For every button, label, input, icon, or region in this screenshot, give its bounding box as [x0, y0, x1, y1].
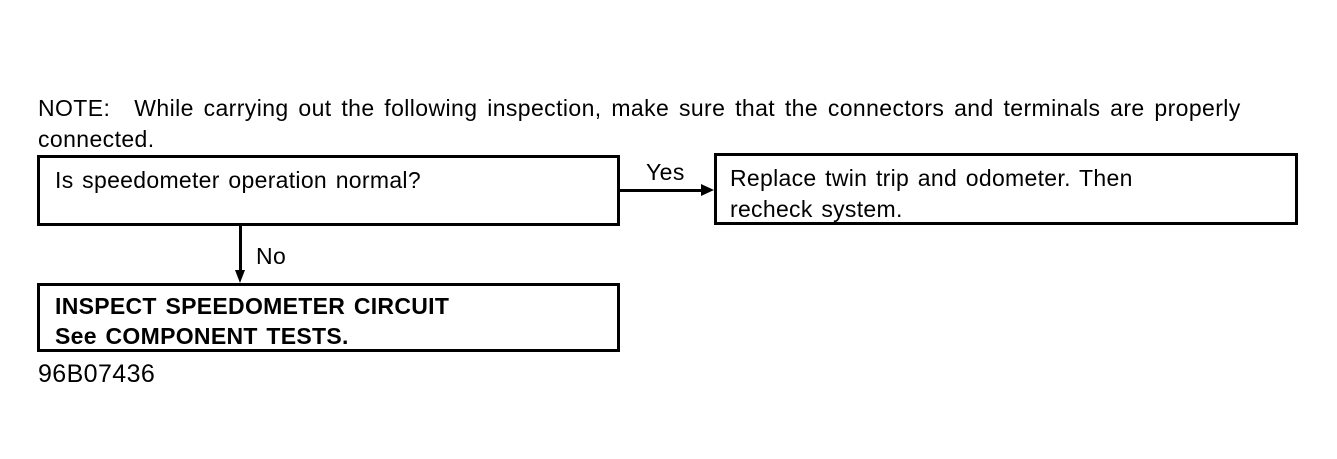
- inspect-box-line1: INSPECT SPEEDOMETER CIRCUIT: [55, 293, 450, 319]
- yes-arrowhead-icon: [701, 184, 714, 196]
- inspect-box-line2: See COMPONENT TESTS.: [55, 323, 349, 349]
- yes-arrow-line: [620, 189, 704, 192]
- question-box: Is speedometer operation normal?: [37, 155, 620, 226]
- note-text: NOTE:While carrying out the following in…: [38, 93, 1318, 155]
- yes-branch-label: Yes: [646, 159, 685, 185]
- no-branch-label: No: [256, 243, 287, 269]
- replace-box-line1: Replace twin trip and odometer. Then: [730, 165, 1133, 191]
- note-body: While carrying out the following inspect…: [38, 95, 1241, 152]
- replace-box: Replace twin trip and odometer. Then rec…: [714, 153, 1298, 225]
- replace-box-line2: recheck system.: [730, 196, 903, 222]
- no-arrowhead-icon: [235, 270, 245, 283]
- question-box-text: Is speedometer operation normal?: [55, 167, 421, 193]
- inspect-box: INSPECT SPEEDOMETER CIRCUIT See COMPONEN…: [37, 283, 620, 352]
- figure-code: 96B07436: [38, 360, 156, 388]
- no-arrow-line: [239, 226, 242, 272]
- note-label: NOTE:: [38, 95, 111, 121]
